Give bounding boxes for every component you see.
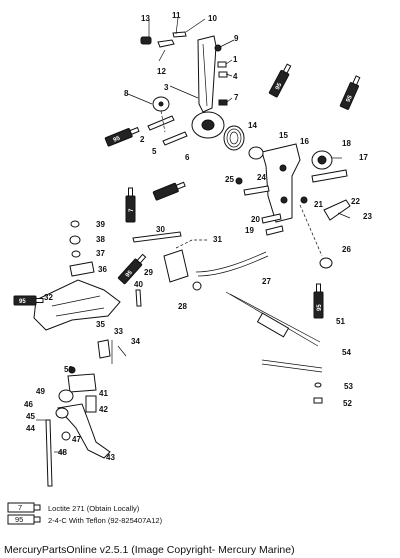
callout-number: 24 bbox=[257, 173, 266, 182]
callout-number: 49 bbox=[36, 387, 45, 396]
callout-number: 19 bbox=[245, 226, 254, 235]
callout-number: 21 bbox=[314, 200, 323, 209]
shift-bracket-assembly bbox=[235, 143, 351, 269]
callout-number: 46 bbox=[24, 400, 33, 409]
callout-number: 9 bbox=[234, 34, 239, 43]
callout-number: 3 bbox=[164, 83, 169, 92]
callout-number: 36 bbox=[98, 265, 107, 274]
callout-number: 18 bbox=[342, 139, 351, 148]
callout-number: 37 bbox=[96, 249, 105, 258]
callout-number: 26 bbox=[342, 245, 351, 254]
callout-number: 48 bbox=[58, 448, 67, 457]
callout-number: 50 bbox=[64, 365, 73, 374]
legend-row-loctite: 7 Loctite 271 (Obtain Locally) bbox=[7, 502, 140, 513]
callout-number: 41 bbox=[99, 389, 108, 398]
callout-number: 34 bbox=[131, 337, 140, 346]
tube-label: 7 bbox=[129, 208, 135, 212]
tube-label: 95 bbox=[113, 135, 122, 143]
tube-95-icon bbox=[152, 181, 186, 201]
callout-number: 20 bbox=[251, 215, 260, 224]
legend-text: 2-4-C With Teflon (92-825407A12) bbox=[48, 516, 163, 525]
callout-number: 31 bbox=[213, 235, 222, 244]
callout-number: 16 bbox=[300, 137, 309, 146]
callout-number: 39 bbox=[96, 220, 105, 229]
callout-number: 44 bbox=[26, 424, 35, 433]
callout-number: 40 bbox=[134, 280, 143, 289]
legend-row-grease: 95 2-4-C With Teflon (92-825407A12) bbox=[7, 514, 163, 525]
tube-7-icon: 7 bbox=[125, 187, 136, 223]
lower-linkage-assembly bbox=[33, 220, 323, 487]
legend-code: 7 bbox=[18, 503, 22, 512]
tube-95-icon: 95 bbox=[13, 295, 44, 306]
tube-95-icon: 95 bbox=[313, 283, 324, 319]
tube-95-icon: 95 bbox=[339, 75, 361, 110]
callout-number: 13 bbox=[141, 14, 150, 23]
callout-number: 25 bbox=[225, 175, 234, 184]
callout-number: 4 bbox=[233, 72, 238, 81]
callout-number: 22 bbox=[351, 197, 360, 206]
callout-number: 51 bbox=[336, 317, 345, 326]
tube-label: 95 bbox=[125, 269, 134, 278]
callout-number: 32 bbox=[44, 293, 53, 302]
callout-number: 27 bbox=[262, 277, 271, 286]
callout-number: 2 bbox=[140, 135, 145, 144]
callout-number: 11 bbox=[172, 11, 181, 20]
lubricant-tube-icons: 95 95 95 7 95 95 95 bbox=[13, 63, 361, 319]
callout-number: 12 bbox=[157, 67, 166, 76]
callout-number: 30 bbox=[156, 225, 165, 234]
callout-labels: 13 11 10 9 1 12 4 8 3 7 2 5 6 14 15 16 1… bbox=[24, 11, 372, 462]
tube-label: 95 bbox=[317, 304, 323, 311]
legend-text: Loctite 271 (Obtain Locally) bbox=[48, 504, 140, 513]
copyright-footer: MercuryPartsOnline v2.5.1 (Image Copyrig… bbox=[4, 544, 295, 556]
tube-95-icon: 95 bbox=[117, 253, 147, 285]
callout-number: 45 bbox=[26, 412, 35, 421]
tube-label: 95 bbox=[346, 94, 354, 103]
callout-number: 6 bbox=[185, 153, 190, 162]
callout-number: 42 bbox=[99, 405, 108, 414]
control-handle-assembly bbox=[127, 17, 245, 151]
tube-label: 95 bbox=[275, 82, 284, 91]
callout-number: 5 bbox=[152, 147, 157, 156]
callout-number: 23 bbox=[363, 212, 372, 221]
callout-number: 47 bbox=[72, 435, 81, 444]
legend: 7 Loctite 271 (Obtain Locally) 95 2-4-C … bbox=[7, 502, 163, 525]
legend-code: 95 bbox=[15, 515, 23, 524]
callout-number: 10 bbox=[208, 14, 217, 23]
callout-number: 28 bbox=[178, 302, 187, 311]
callout-number: 17 bbox=[359, 153, 368, 162]
callout-number: 1 bbox=[233, 55, 238, 64]
callout-number: 52 bbox=[343, 399, 352, 408]
tube-95-icon: 95 bbox=[268, 63, 292, 98]
callout-number: 54 bbox=[342, 348, 351, 357]
callout-number: 15 bbox=[279, 131, 288, 140]
tube-label: 95 bbox=[19, 299, 26, 305]
callout-number: 29 bbox=[144, 268, 153, 277]
tube-95-icon: 95 bbox=[104, 126, 140, 147]
callout-number: 8 bbox=[124, 89, 129, 98]
callout-number: 7 bbox=[234, 93, 239, 102]
callout-number: 33 bbox=[114, 327, 123, 336]
callout-number: 43 bbox=[106, 453, 115, 462]
callout-number: 38 bbox=[96, 235, 105, 244]
callout-number: 53 bbox=[344, 382, 353, 391]
callout-number: 14 bbox=[248, 121, 257, 130]
callout-number: 35 bbox=[96, 320, 105, 329]
